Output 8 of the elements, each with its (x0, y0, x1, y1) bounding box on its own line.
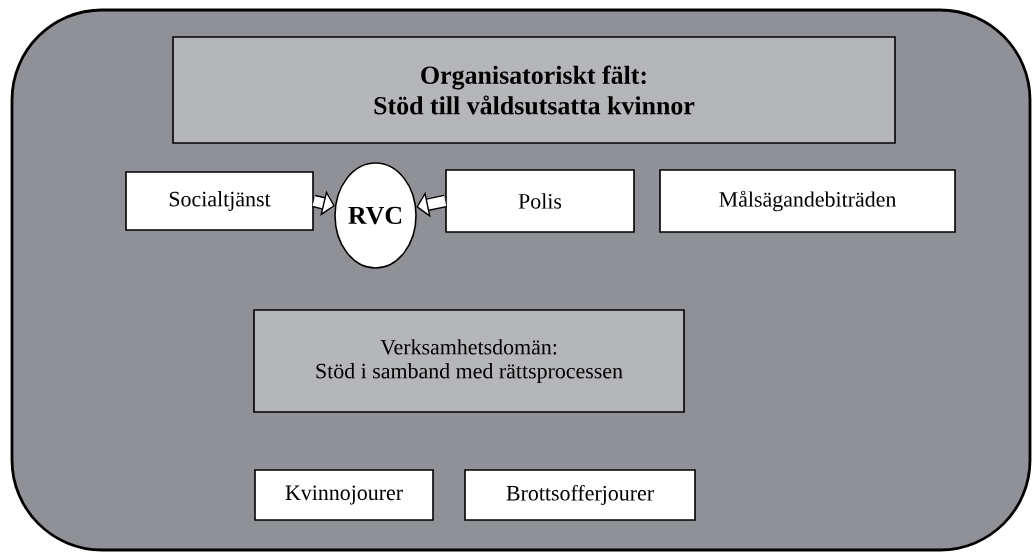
actor-box: Brottsofferjourer (464, 469, 696, 521)
block-arrow (312, 190, 335, 216)
title-box: Organisatoriskt fält: Stöd till våldsutsatta kvinnor (172, 36, 896, 144)
actor-box: Socialtjänst (125, 171, 314, 231)
domain-box: Verksamhetsdomän: Stöd i samband med rättsprocessen (253, 309, 685, 413)
actor-box: Målsägandebiträden (659, 169, 956, 233)
actor-box: Kvinnojourer (254, 469, 434, 521)
actor-box: Polis (445, 169, 635, 233)
